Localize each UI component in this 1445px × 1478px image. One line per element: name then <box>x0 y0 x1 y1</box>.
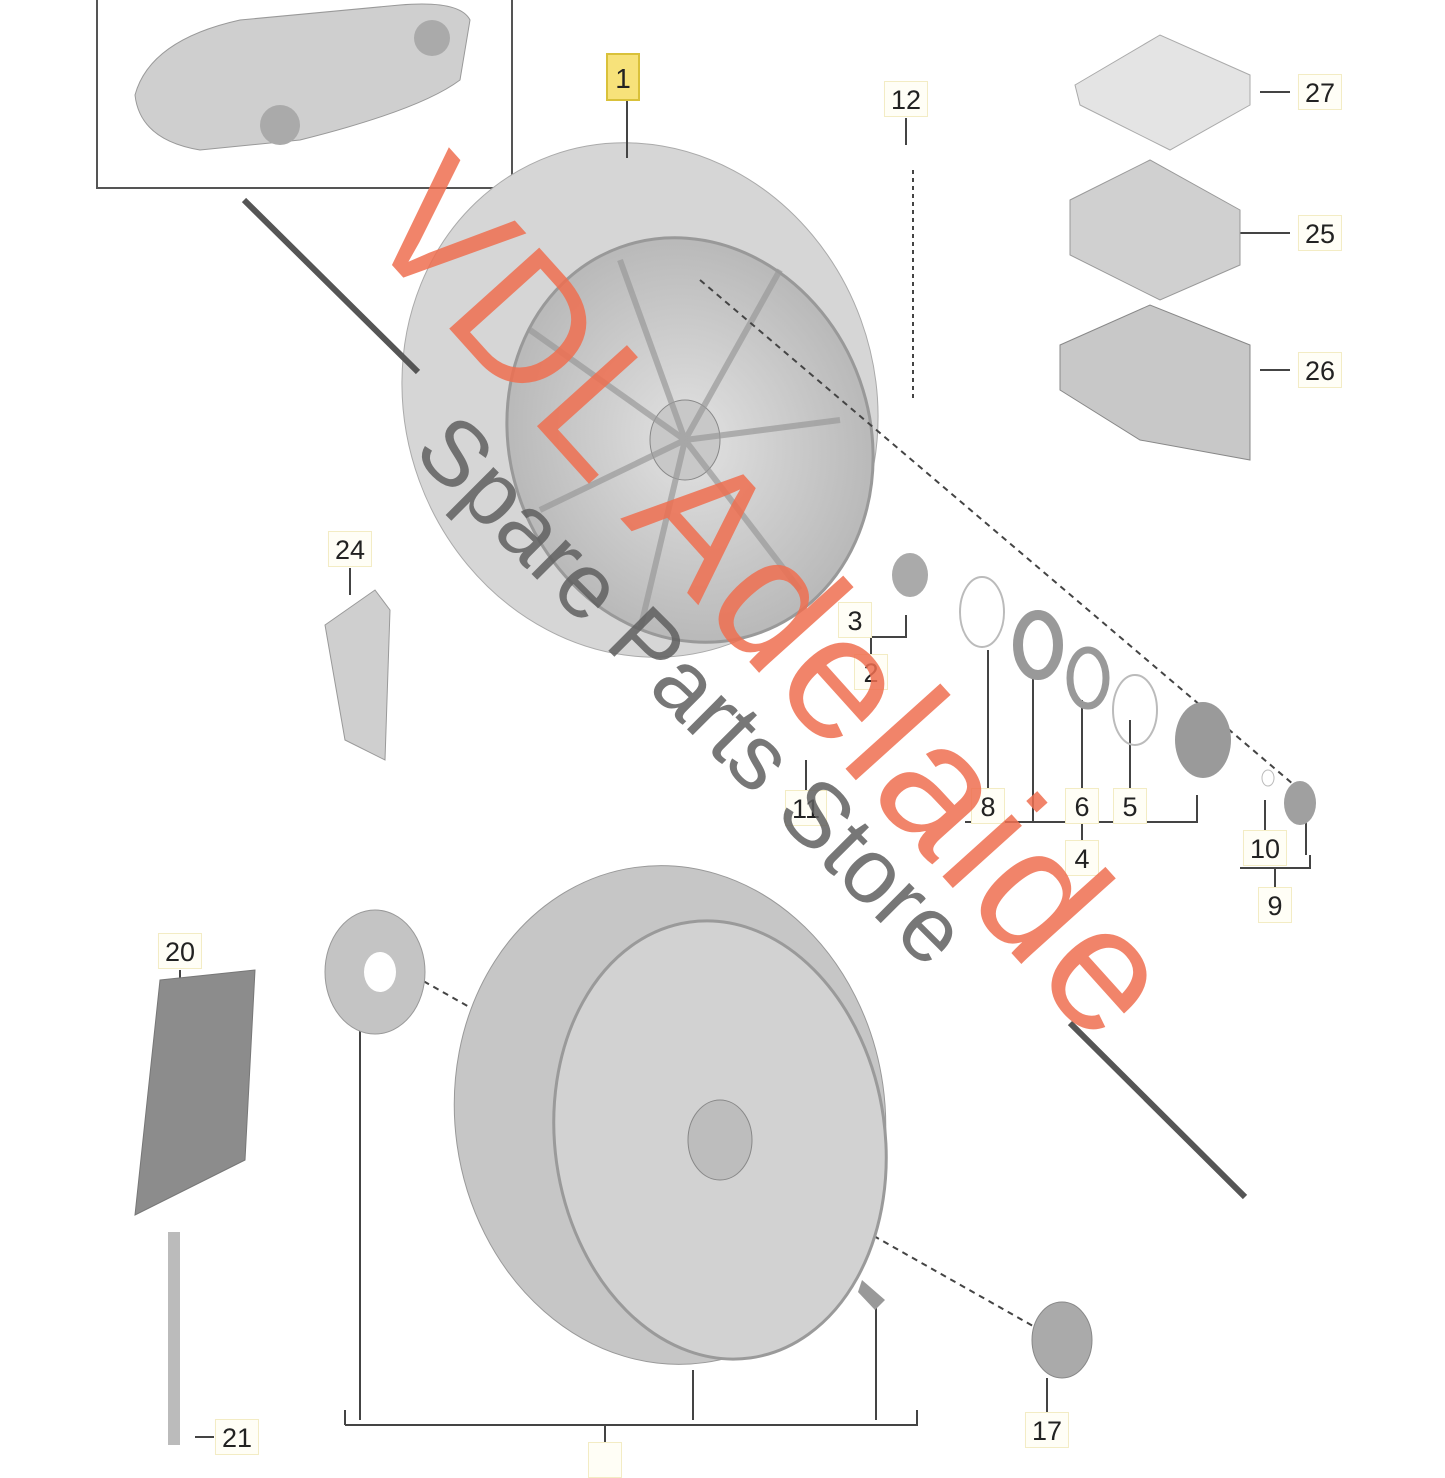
callout-25[interactable]: 25 <box>1297 215 1343 251</box>
alloy-wheel-1 <box>401 142 879 658</box>
callout-4[interactable]: 4 <box>1065 840 1099 876</box>
vehicle-inset <box>96 0 513 189</box>
callout-27[interactable]: 27 <box>1297 74 1343 110</box>
parts-diagram-art <box>96 0 1316 1445</box>
callout-12[interactable]: 12 <box>883 81 929 117</box>
callout-26[interactable]: 26 <box>1297 352 1343 388</box>
small-parts <box>324 553 1316 825</box>
callout-2[interactable]: 2 <box>854 654 888 690</box>
callout-6[interactable]: 6 <box>1065 788 1099 824</box>
spare-wheel <box>134 865 1093 1445</box>
accent-line <box>1067 1020 1248 1200</box>
callout-20[interactable]: 20 <box>157 933 203 969</box>
callout-5[interactable]: 5 <box>1113 788 1147 824</box>
callout-partial[interactable] <box>588 1442 622 1478</box>
callout-1[interactable]: 1 <box>606 53 640 101</box>
callout-17[interactable]: 17 <box>1024 1412 1070 1448</box>
callout-3[interactable]: 3 <box>838 602 872 638</box>
callout-24[interactable]: 24 <box>327 531 373 567</box>
callout-8[interactable]: 8 <box>971 788 1005 824</box>
accent-line <box>241 197 421 375</box>
callout-21[interactable]: 21 <box>214 1419 260 1455</box>
callout-10[interactable]: 10 <box>1242 830 1288 866</box>
parts-boxes <box>1059 34 1251 461</box>
callout-9[interactable]: 9 <box>1258 887 1292 923</box>
callout-11[interactable]: 11 <box>784 790 828 826</box>
